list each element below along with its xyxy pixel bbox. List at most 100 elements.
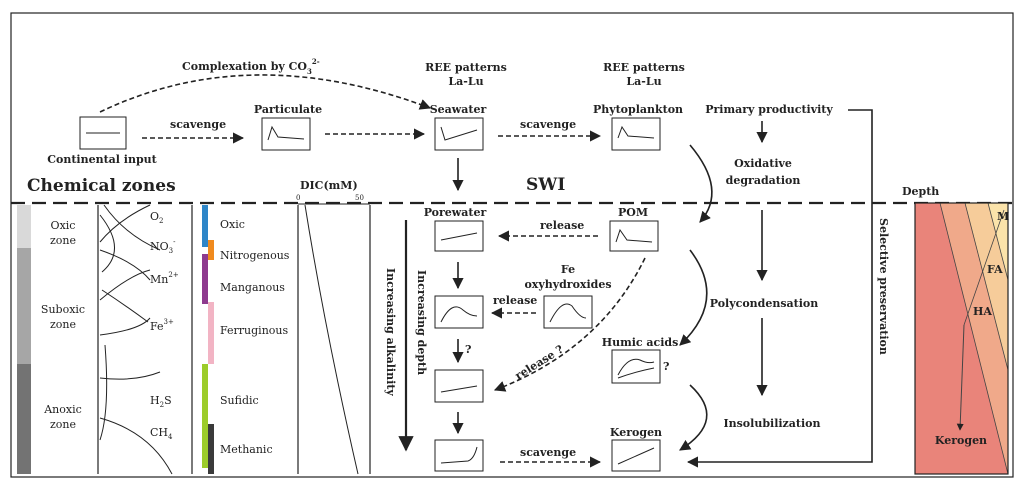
swi-label: SWI — [526, 175, 565, 195]
depth-kerogen-label: Kerogen — [935, 434, 987, 447]
oxyhydroxides-label: oxyhydroxides — [524, 278, 611, 291]
depth-m-label: M — [997, 210, 1009, 223]
scavenge-label-1: scavenge — [170, 118, 226, 131]
mn-curve-2 — [99, 269, 151, 301]
increasing-depth-label: Increasing depth — [415, 270, 428, 375]
ree-patterns-1-range: La-Lu — [448, 75, 483, 88]
redox-label-ferruginous: Ferruginous — [220, 324, 288, 337]
polycondensation-label: Polycondensation — [710, 297, 819, 310]
redox-label-oxic: Oxic — [220, 218, 245, 231]
dic-curve — [304, 204, 359, 475]
humic-pattern-b — [617, 367, 655, 379]
redox-strip-nitrogenous — [208, 240, 214, 260]
fe-label: Fe3+ — [150, 318, 174, 333]
redox-label-manganous: Manganous — [220, 281, 285, 294]
anoxic-zone-label-2: zone — [50, 418, 76, 431]
humic-pattern-a — [617, 358, 655, 376]
suboxic-zone-label-2: zone — [50, 318, 76, 331]
h2s-curve-2 — [99, 344, 108, 441]
porewater-pattern-3 — [440, 385, 478, 393]
redox-strip-ferruginous — [208, 302, 214, 364]
question-mark-1: ? — [465, 343, 471, 356]
release-label-3: release ? — [513, 343, 566, 383]
humic-acids-label: Humic acids — [602, 336, 679, 349]
phytoplankton-box — [611, 117, 661, 151]
depth-panel-border — [914, 202, 1009, 475]
redox-strip-methanic — [208, 424, 214, 474]
particulate-pattern — [267, 125, 305, 141]
question-mark-2: ? — [663, 360, 669, 373]
o2-label: O2 — [150, 210, 164, 225]
fe-oxy-box — [543, 295, 593, 329]
porewater-label: Porewater — [424, 206, 487, 219]
no3-curve-2 — [103, 204, 161, 251]
redox-label-sufidic: Sufidic — [220, 394, 259, 407]
porewater-box-3 — [434, 369, 484, 403]
particulate-box — [261, 117, 311, 151]
h2s-label: H2S — [150, 394, 172, 409]
ree-patterns-2-range: La-Lu — [626, 75, 661, 88]
primary-productivity-label: Primary productivity — [705, 103, 833, 116]
no3-curve — [99, 214, 115, 273]
insolubilization-label: Insolubilization — [723, 417, 820, 430]
no3-label: NO3- — [150, 238, 176, 255]
porewater-pattern — [440, 232, 478, 241]
continental-input-label: Continental input — [47, 153, 157, 166]
pom-box — [609, 220, 659, 252]
ree-patterns-2: REE patterns — [603, 61, 685, 74]
dic-label: DIC(mM) — [300, 179, 358, 192]
depth-label: Depth — [902, 185, 939, 198]
fe-curve — [99, 317, 151, 336]
oxic-zone-label-2: zone — [50, 234, 76, 247]
seawater-label: Seawater — [430, 103, 487, 116]
depth-line-4 — [963, 209, 1005, 326]
mn-label: Mn2+ — [150, 271, 179, 286]
depth-ha-label: HA — [973, 305, 992, 318]
fe-curve-2 — [101, 289, 149, 323]
depth-fa-label: FA — [987, 263, 1003, 276]
selective-preservation-path — [686, 109, 873, 468]
porewater-box-2 — [434, 295, 484, 329]
particulate-label: Particulate — [254, 103, 322, 116]
phytoplankton-label: Phytoplankton — [593, 103, 683, 116]
depth-panel: M FA HA Kerogen — [914, 202, 1009, 475]
redox-label-nitrogenous: Nitrogenous — [220, 249, 290, 262]
kerogen-box — [611, 439, 661, 472]
redox-strip-sufidic — [202, 364, 208, 468]
depth-line-1 — [939, 202, 1009, 475]
increasing-alkalinity-label: Increasing alkalinity — [384, 268, 397, 396]
porewater-pattern-4 — [440, 446, 478, 464]
oxic-zone-label: Oxic — [51, 219, 76, 232]
scavenge-label-2: scavenge — [520, 118, 576, 131]
oxidative-label: Oxidative — [734, 157, 792, 170]
suboxic-zone-bar — [17, 248, 31, 364]
chemical-zones-heading: Chemical zones — [27, 176, 176, 196]
oxic-zone-bar — [17, 205, 31, 248]
phytoplankton-pattern — [617, 125, 655, 139]
kerogen-pattern — [617, 447, 655, 465]
complexation-label: Complexation by CO32- — [182, 57, 320, 76]
redox-label-methanic: Methanic — [220, 443, 273, 456]
kerogen-label: Kerogen — [610, 426, 662, 439]
dic-tick-50: 50 — [355, 194, 364, 202]
release-label-1: release — [540, 219, 584, 232]
suboxic-zone-label: Suboxic — [41, 303, 85, 316]
depth-line-3 — [987, 202, 1009, 281]
fe-label-top: Fe — [561, 263, 575, 276]
redox-strip-manganous — [202, 254, 208, 304]
o2-curve — [99, 204, 151, 243]
pom-release-arrow — [493, 257, 646, 392]
ch4-curve — [99, 417, 173, 475]
figure-frame — [10, 12, 1014, 478]
h2s-curve — [99, 371, 161, 380]
seawater-box — [434, 117, 484, 151]
seawater-pattern — [440, 126, 478, 141]
pom-label: POM — [618, 206, 648, 219]
degradation-label: degradation — [726, 174, 801, 187]
depth-line-2 — [964, 202, 1009, 371]
pom-pattern — [615, 228, 653, 243]
complexation-arrow — [99, 74, 432, 113]
pom-to-humic-arrow — [679, 249, 708, 346]
anoxic-zone-bar — [17, 364, 31, 474]
